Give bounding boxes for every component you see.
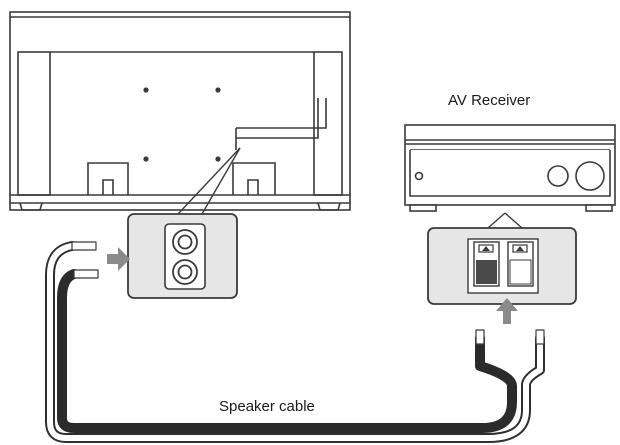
av-receiver-label: AV Receiver [448, 92, 531, 109]
speaker-cable [45, 241, 545, 443]
receiver-terminal-black [473, 241, 500, 287]
receiver-terminal-white [507, 241, 534, 287]
arrow-right-icon [107, 247, 130, 271]
tv-callout-lines [177, 147, 241, 215]
speaker-cable-label: Speaker cable [219, 398, 315, 415]
receiver-terminal-callout [427, 227, 577, 305]
receiver-callout-lines [487, 212, 523, 229]
av-receiver [404, 124, 616, 212]
tv-terminal-callout [127, 213, 238, 299]
terminal-jack-bottom [172, 259, 198, 285]
arrow-up-icon [496, 298, 518, 324]
terminal-jack-top [172, 229, 198, 255]
tv-rear-panel [9, 11, 351, 211]
